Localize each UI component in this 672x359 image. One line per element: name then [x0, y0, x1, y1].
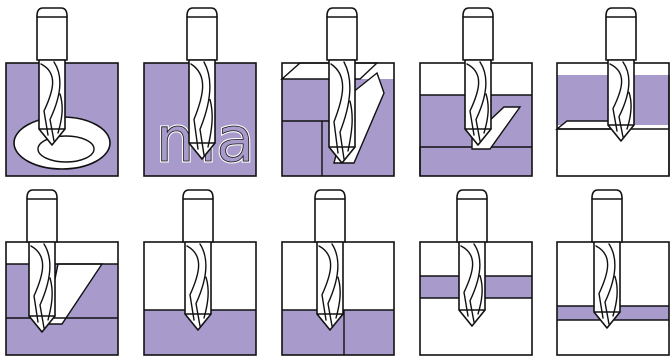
- end-mill-tool: [36, 7, 68, 146]
- end-mill-tool: [314, 189, 346, 331]
- panel-helical-interpolation: [5, 7, 119, 177]
- panel-frame: [5, 241, 119, 356]
- panel-slot-chamfer: [555, 7, 670, 177]
- end-mill-tool: [26, 189, 58, 333]
- end-mill-tool: [182, 189, 214, 331]
- panel-chamfer-band: [419, 189, 533, 356]
- panel-v-slot: [281, 189, 395, 356]
- panel-engraving: mama: [143, 7, 257, 178]
- end-mill-tool: [186, 7, 218, 160]
- panel-spot-drill: [143, 189, 257, 356]
- panel-v-groove: [5, 189, 119, 356]
- end-mill-tool: [326, 7, 358, 164]
- end-mill-tool: [591, 189, 623, 329]
- panel-chamfer-edge: [419, 7, 533, 177]
- end-mill-tool: [605, 7, 637, 142]
- end-mill-tool: [462, 7, 494, 146]
- panel-chamfer-line: [556, 189, 670, 356]
- end-mill-tool: [456, 189, 488, 327]
- panel-chamfer-3d: [280, 7, 395, 177]
- bore-bottom: [37, 135, 95, 163]
